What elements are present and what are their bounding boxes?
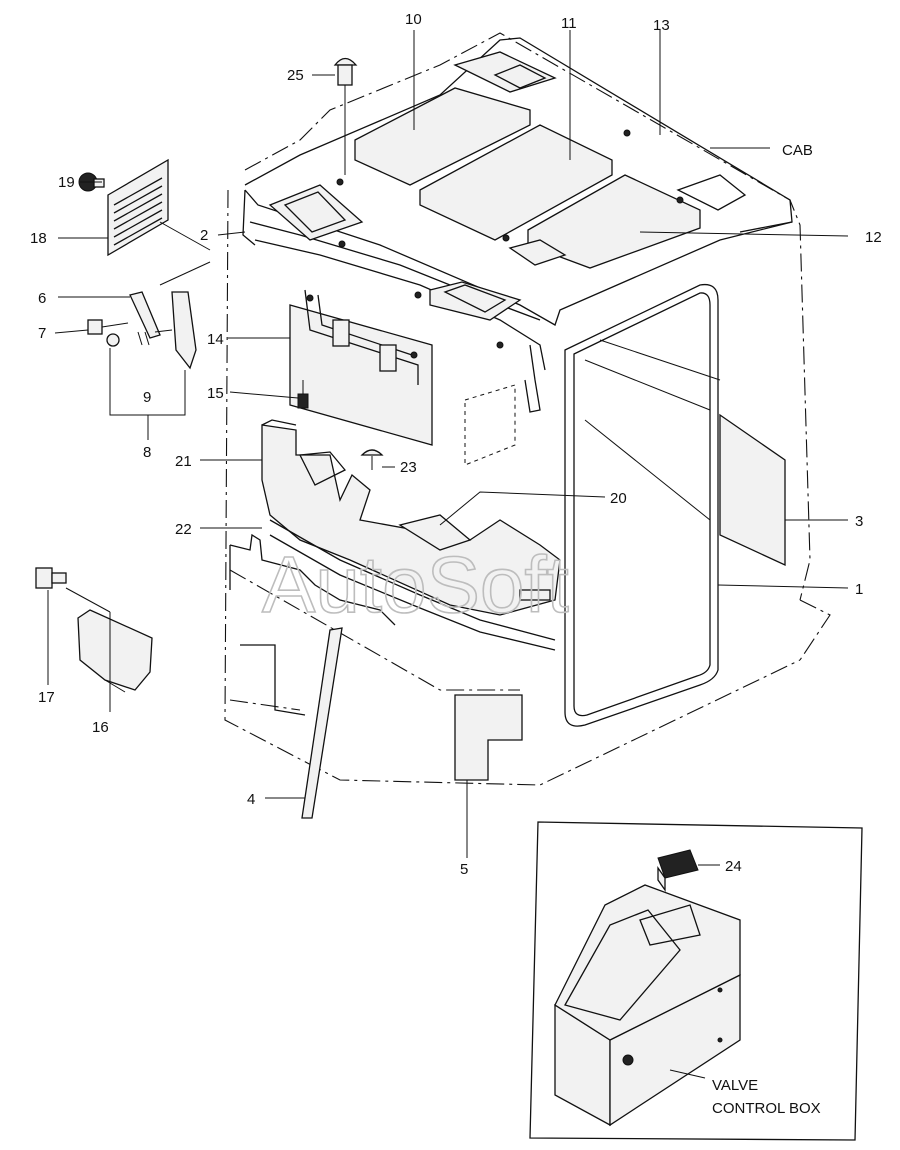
callout-24: 24 — [725, 858, 742, 875]
callout-5: 5 — [460, 861, 468, 878]
callout-16: 16 — [92, 719, 109, 736]
inset-frame — [529, 821, 863, 1141]
lower-panels — [240, 627, 523, 819]
dash-panel-assembly — [229, 419, 561, 651]
callout-20: 20 — [610, 490, 627, 507]
callout-22: 22 — [175, 521, 192, 538]
cab-label: CAB — [782, 142, 813, 159]
callout-14: 14 — [207, 331, 224, 348]
callout-25: 25 — [287, 67, 304, 84]
callout-13: 13 — [653, 17, 670, 34]
roof-panel-11 — [419, 124, 613, 241]
watermark: AutoSoft — [262, 540, 569, 629]
callout-19: 19 — [58, 174, 75, 191]
callout-labels: 10 11 13 25 19 18 2 12 6 7 14 9 15 8 21 … — [30, 11, 882, 1117]
callout-11: 11 — [561, 15, 577, 32]
panel-5 — [454, 694, 523, 781]
callout-17: 17 — [38, 689, 55, 706]
callout-7: 7 — [38, 325, 46, 342]
callout-6: 6 — [38, 290, 46, 307]
callout-23: 23 — [400, 459, 417, 476]
valve-control-box-inset — [529, 821, 863, 1141]
callout-10: 10 — [405, 11, 422, 28]
callout-21: 21 — [175, 453, 192, 470]
callout-18: 18 — [30, 230, 47, 247]
roof-panel-10 — [354, 87, 531, 186]
sun-visor-assembly — [289, 289, 516, 466]
valve-label-line2: CONTROL BOX — [712, 1100, 821, 1117]
cab-assembly — [224, 32, 831, 786]
callout-4: 4 — [247, 791, 255, 808]
left-parts — [35, 57, 358, 693]
callout-2: 2 — [200, 227, 208, 244]
callout-15: 15 — [207, 385, 224, 402]
callout-8: 8 — [143, 444, 151, 461]
leader-lines — [47, 30, 849, 1079]
callout-3: 3 — [855, 513, 863, 530]
valve-label-line1: VALVE — [712, 1077, 758, 1094]
cover-16 — [77, 609, 153, 691]
callout-1: 1 — [855, 581, 863, 598]
callout-12: 12 — [865, 229, 882, 246]
callout-9: 9 — [143, 389, 151, 406]
